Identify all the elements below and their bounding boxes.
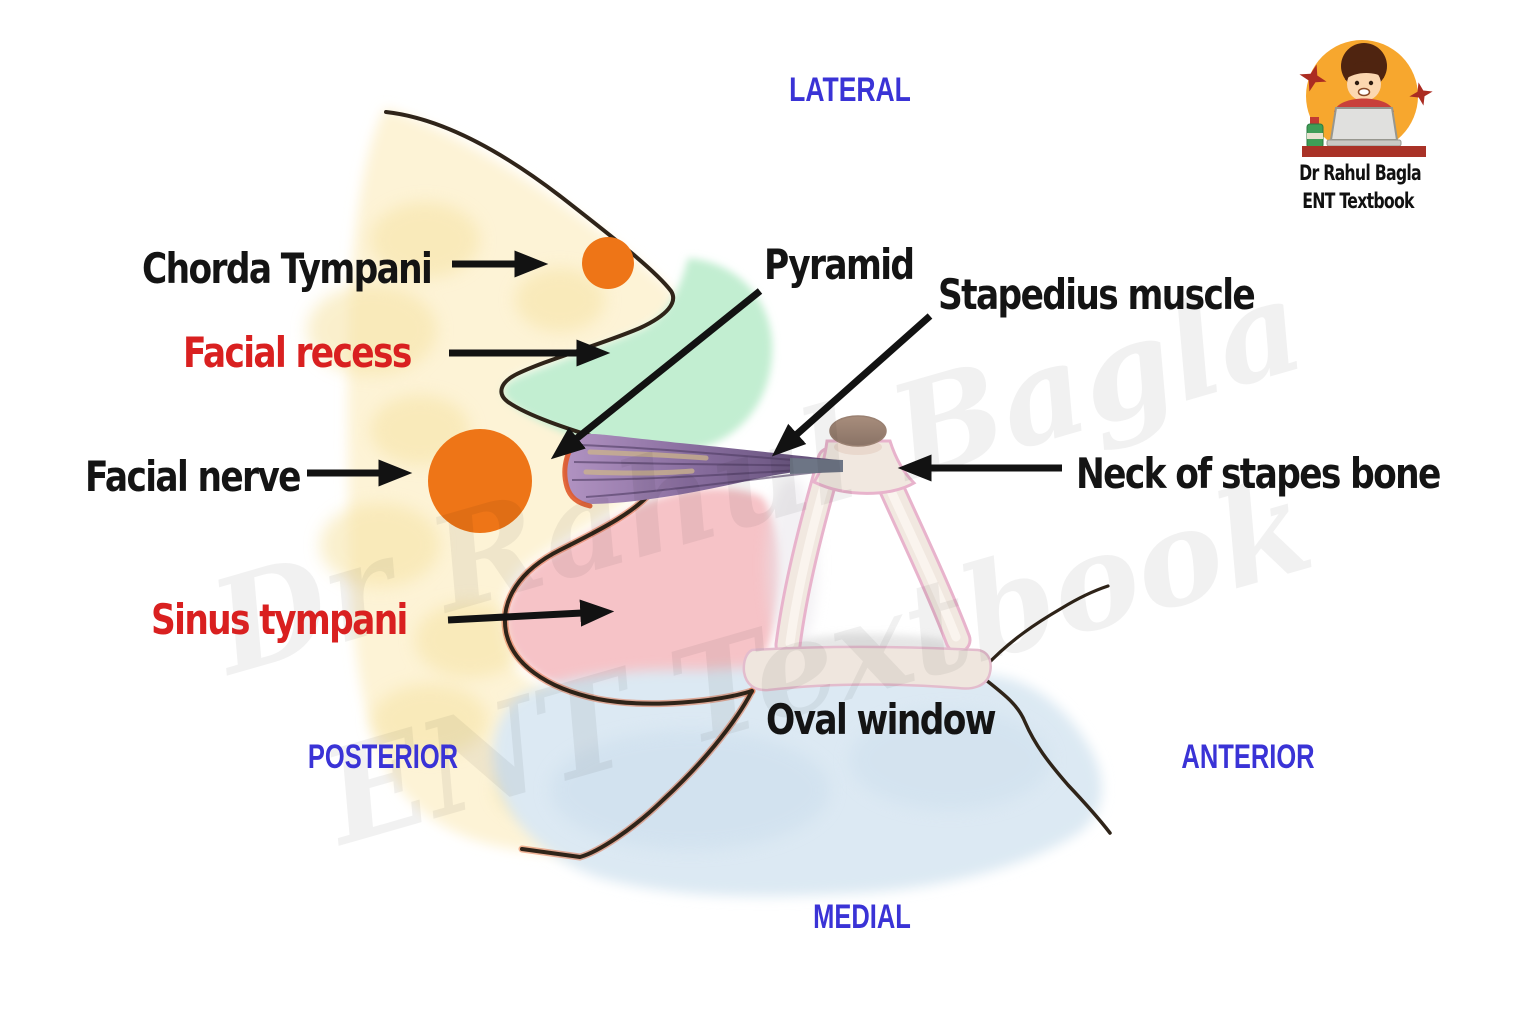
orientation-posterior: POSTERIOR [308, 739, 458, 776]
medial-wall-shade2 [850, 710, 1050, 810]
chorda-tympani-dot [582, 237, 634, 289]
medial-wall-shade [550, 730, 830, 850]
chorda-tympani-label: Chorda Tympani [142, 245, 431, 294]
pyramid-label: Pyramid [764, 241, 913, 290]
facial-nerve-label: Facial nerve [85, 453, 301, 502]
logo: Dr Rahul Bagla ENT Textbook [1299, 40, 1433, 214]
stapedius-muscle-label: Stapedius muscle [938, 271, 1255, 320]
facial-recess-region [503, 258, 773, 454]
stapedius-tendon [790, 458, 843, 474]
stapes-bone [742, 415, 992, 692]
bone-outline [384, 110, 1112, 861]
facial-nerve-dot [428, 429, 532, 533]
stapes-head [829, 415, 887, 447]
orientation-lateral: LATERAL [789, 71, 911, 109]
oval-window-label: Oval window [766, 696, 996, 745]
annotation-labels: Chorda Tympani Facial recess Facial nerv… [85, 241, 1442, 745]
logo-laptop [1326, 107, 1402, 147]
sinus-tympani-label: Sinus tympani [151, 596, 407, 645]
stapedius-muscle-arrow [771, 313, 933, 457]
facial-recess-label: Facial recess [183, 329, 412, 378]
sinus-tympani-arrow [447, 599, 615, 627]
star-icon [1299, 64, 1327, 92]
muscle-highlights [583, 449, 709, 476]
logo-text-line2: ENT Textbook [1302, 190, 1415, 214]
star-icon [1409, 82, 1433, 106]
stapes-footplate [742, 645, 992, 692]
orientation-medial: MEDIAL [813, 899, 911, 936]
annotation-arrows [307, 250, 1062, 627]
logo-desk [1302, 146, 1426, 157]
pyramid-arrow [550, 288, 763, 460]
orientation-anterior: ANTERIOR [1181, 739, 1314, 776]
orientation-labels: LATERAL POSTERIOR ANTERIOR MEDIAL [308, 71, 1315, 936]
neck-of-stapes-label: Neck of stapes bone [1076, 450, 1440, 499]
medial-wall-region [492, 666, 1102, 897]
logo-text-line1: Dr Rahul Bagla [1299, 162, 1421, 186]
logo-bottle [1306, 117, 1324, 149]
